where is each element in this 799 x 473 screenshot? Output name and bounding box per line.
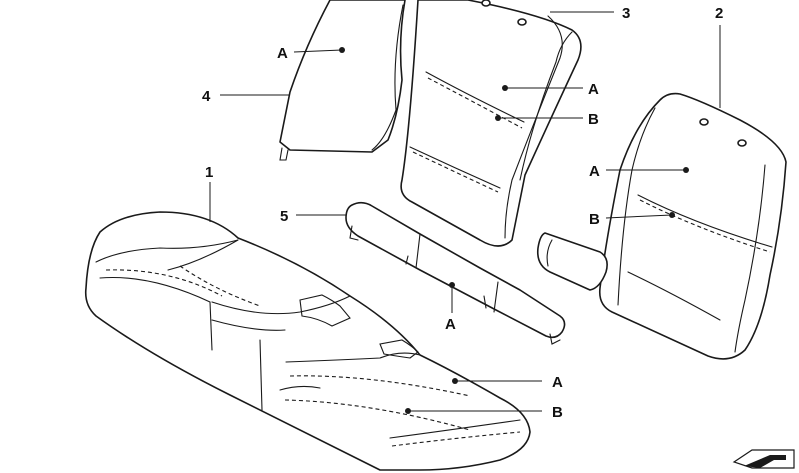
label-part-2: 2 — [715, 5, 723, 22]
label-a-armrest-strip: A — [445, 316, 456, 333]
label-part-1: 1 — [205, 164, 213, 181]
label-a-right-back: A — [589, 163, 600, 180]
label-a-cushion: A — [552, 374, 563, 391]
label-part-4: 4 — [202, 88, 211, 105]
callout-leaders — [209, 11, 721, 414]
label-part-3: 3 — [622, 5, 630, 22]
side-backrest-panel — [279, 0, 406, 161]
label-b-right-back: B — [589, 211, 600, 228]
label-a-side-panel: A — [277, 45, 288, 62]
armrest-strip — [345, 201, 566, 345]
parts-catalog-arrow-icon — [732, 449, 795, 469]
label-b-cushion: B — [552, 404, 563, 421]
label-b-center-back: B — [588, 111, 599, 128]
right-backrest — [598, 92, 787, 360]
center-backrest — [400, 0, 582, 247]
label-a-center-back: A — [588, 81, 599, 98]
seat-cushion — [84, 211, 531, 471]
right-armrest-bolster — [536, 232, 608, 291]
label-part-5: 5 — [280, 208, 288, 225]
